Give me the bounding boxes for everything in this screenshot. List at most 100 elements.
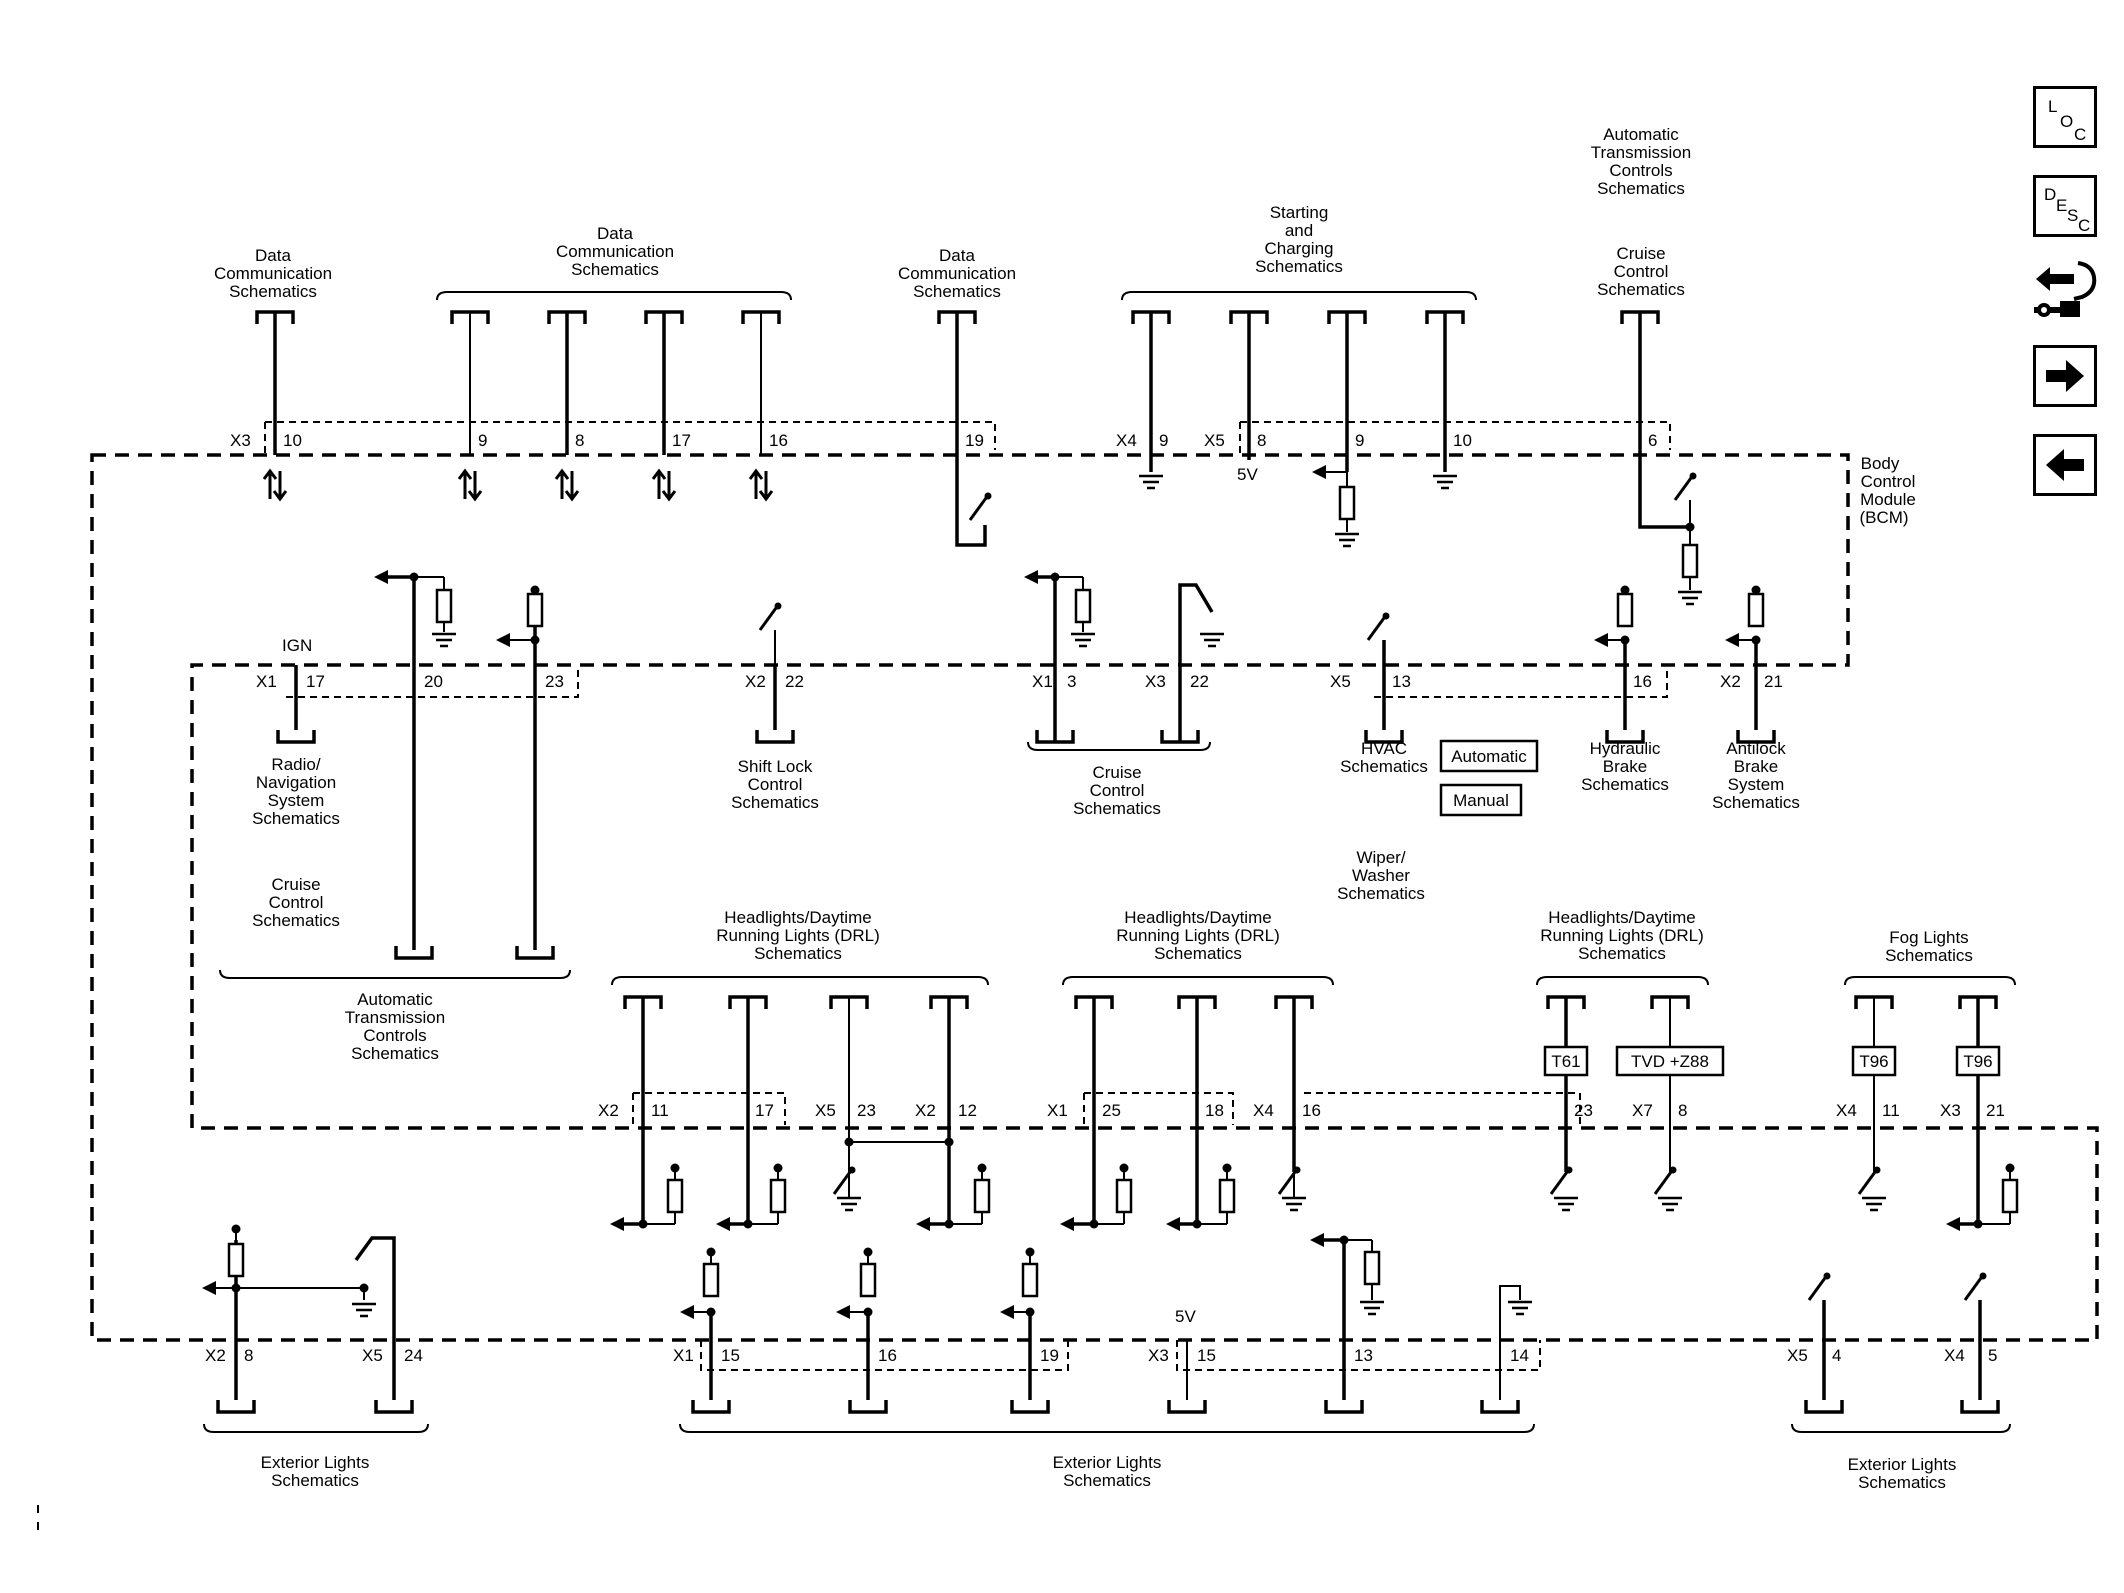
- bottom-labels: Exterior Lights Schematics Exterior Ligh…: [261, 1453, 1957, 1492]
- diagram-label: X4: [1836, 1101, 1857, 1120]
- diagram-label: 4: [1832, 1346, 1841, 1365]
- diagram-label: 12: [958, 1101, 977, 1120]
- diagram-label: X4: [1116, 431, 1137, 450]
- manual-box: Manual: [1439, 783, 1523, 817]
- diagram-label: Cruise: [271, 875, 320, 894]
- diagram-label: 17: [306, 672, 325, 691]
- diagram-label: X4: [1944, 1346, 1965, 1365]
- diagram-label: Starting: [1270, 203, 1329, 222]
- diagram-label: Wiper/: [1356, 848, 1405, 867]
- diagram-label: Control: [269, 893, 324, 912]
- diagram-label: 8: [1678, 1101, 1687, 1120]
- diagram-label: T61: [1551, 1052, 1580, 1071]
- desc-letter-d: D: [2044, 185, 2057, 204]
- diagram-label: 13: [1354, 1346, 1373, 1365]
- diagram-label: Schematics: [1255, 257, 1343, 276]
- middle-labels: Radio/ Navigation System Schematics Crui…: [252, 739, 1800, 1063]
- diagram-label: Control: [1614, 262, 1669, 281]
- next-page-button[interactable]: [2033, 345, 2097, 407]
- diagram-label: X5: [1787, 1346, 1808, 1365]
- diagram-label: X1: [1032, 672, 1053, 691]
- diagram-label: 21: [1764, 672, 1783, 691]
- diagram-label: X5: [815, 1101, 836, 1120]
- diagram-label: Schematics: [1712, 793, 1800, 812]
- diagram-label: Schematics: [1597, 179, 1685, 198]
- diagram-label: 9: [1355, 431, 1364, 450]
- diagram-label: 9: [1159, 431, 1168, 450]
- diagram-label: Schematics: [229, 282, 317, 301]
- diagram-label: X5: [1330, 672, 1351, 691]
- wrench-arrows-icon[interactable]: [2030, 255, 2100, 327]
- diagram-label: 8: [244, 1346, 253, 1365]
- diagram-label: X7: [1632, 1101, 1653, 1120]
- diagram-label: Automatic: [1451, 747, 1527, 766]
- diagram-label: Shift Lock: [738, 757, 813, 776]
- diagram-label: 23: [545, 672, 564, 691]
- diagram-label: System: [268, 791, 325, 810]
- loc-letter-l: L: [2048, 97, 2058, 116]
- diagram-label: 15: [1197, 1346, 1216, 1365]
- diagram-label: 5V: [1237, 465, 1258, 484]
- diagram-label: Running Lights (DRL): [1116, 926, 1279, 945]
- data-bus-arrows: [262, 469, 774, 501]
- diagram-label: Brake: [1734, 757, 1778, 776]
- diagram-label: Running Lights (DRL): [1540, 926, 1703, 945]
- diagram-label: 11: [1882, 1101, 1900, 1120]
- diagram-label: Schematics: [754, 944, 842, 963]
- top-pin-labels: X3 10 9 8 17 16 19 X4 9 X5 8 9 10 6 5V: [230, 431, 1657, 484]
- t96-box-a: T96: [1851, 1045, 1897, 1077]
- diagram-label: 15: [721, 1346, 740, 1365]
- diagram-label: Schematics: [1340, 757, 1428, 776]
- diagram-label: Schematics: [1597, 280, 1685, 299]
- diagram-label: 17: [755, 1101, 774, 1120]
- diagram-label: 24: [404, 1346, 423, 1365]
- diagram-label: 10: [283, 431, 302, 450]
- diagram-label: T96: [1859, 1052, 1888, 1071]
- diagram-label: 18: [1205, 1101, 1224, 1120]
- loc-letter-o: O: [2060, 112, 2074, 131]
- diagram-label: X3: [1145, 672, 1166, 691]
- diagram-label: 13: [1392, 672, 1411, 691]
- bottom-wires: [202, 1224, 2000, 1414]
- diagram-label: Schematics: [252, 809, 340, 828]
- diagram-label: Schematics: [1063, 1471, 1151, 1490]
- diagram-label: X2: [598, 1101, 619, 1120]
- middle-wires: [276, 570, 1776, 960]
- diagram-label: Washer: [1352, 866, 1410, 885]
- arrow-right-icon: [2046, 360, 2084, 392]
- row3-labels: Wiper/ Washer Schematics Headlights/Dayt…: [716, 848, 1973, 965]
- diagram-label: Schematics: [1885, 946, 1973, 965]
- arrow-left-icon: [2046, 449, 2084, 481]
- diagram-label: X2: [205, 1346, 226, 1365]
- diagram-label: 23: [857, 1101, 876, 1120]
- t96-box-b: T96: [1955, 1045, 2001, 1077]
- diagram-label: Automatic: [1603, 125, 1679, 144]
- row3-pin-labels: X2 11 17 X5 23 X2 12 X1 25 18 X4 16 23 X…: [598, 1101, 2005, 1120]
- loc-button[interactable]: L O C: [2033, 86, 2097, 148]
- automatic-box: Automatic: [1439, 739, 1539, 773]
- diagram-label: Hydraulic: [1590, 739, 1661, 758]
- diagram-label: X2: [915, 1101, 936, 1120]
- diagram-label: 8: [1257, 431, 1266, 450]
- t61-box: T61: [1543, 1045, 1589, 1077]
- diagram-label: IGN: [282, 636, 312, 655]
- row3-wires: [610, 995, 2019, 1231]
- diagram-label: TVD +Z88: [1631, 1052, 1709, 1071]
- diagram-label: Schematics: [731, 793, 819, 812]
- desc-button[interactable]: D E S C: [2033, 175, 2097, 237]
- middle-pin-labels: IGN X1 17 20 23 X2 22 X1 3 X3 22 X5 13 1…: [256, 636, 1783, 691]
- diagram-label: 22: [785, 672, 804, 691]
- diagram-label: 22: [1190, 672, 1209, 691]
- diagram-label: HVAC: [1361, 739, 1407, 758]
- top-labels: Data Communication Schematics Data Commu…: [214, 125, 1691, 301]
- diagram-label: X1: [673, 1346, 694, 1365]
- desc-letter-e: E: [2056, 196, 2068, 215]
- previous-page-button[interactable]: [2033, 434, 2097, 496]
- diagram-label: Navigation: [256, 773, 336, 792]
- diagram-label: Antilock: [1726, 739, 1786, 758]
- diagram-label: Schematics: [1578, 944, 1666, 963]
- diagram-label: and: [1285, 221, 1313, 240]
- diagram-label: X2: [745, 672, 766, 691]
- diagram-label: Data: [255, 246, 291, 265]
